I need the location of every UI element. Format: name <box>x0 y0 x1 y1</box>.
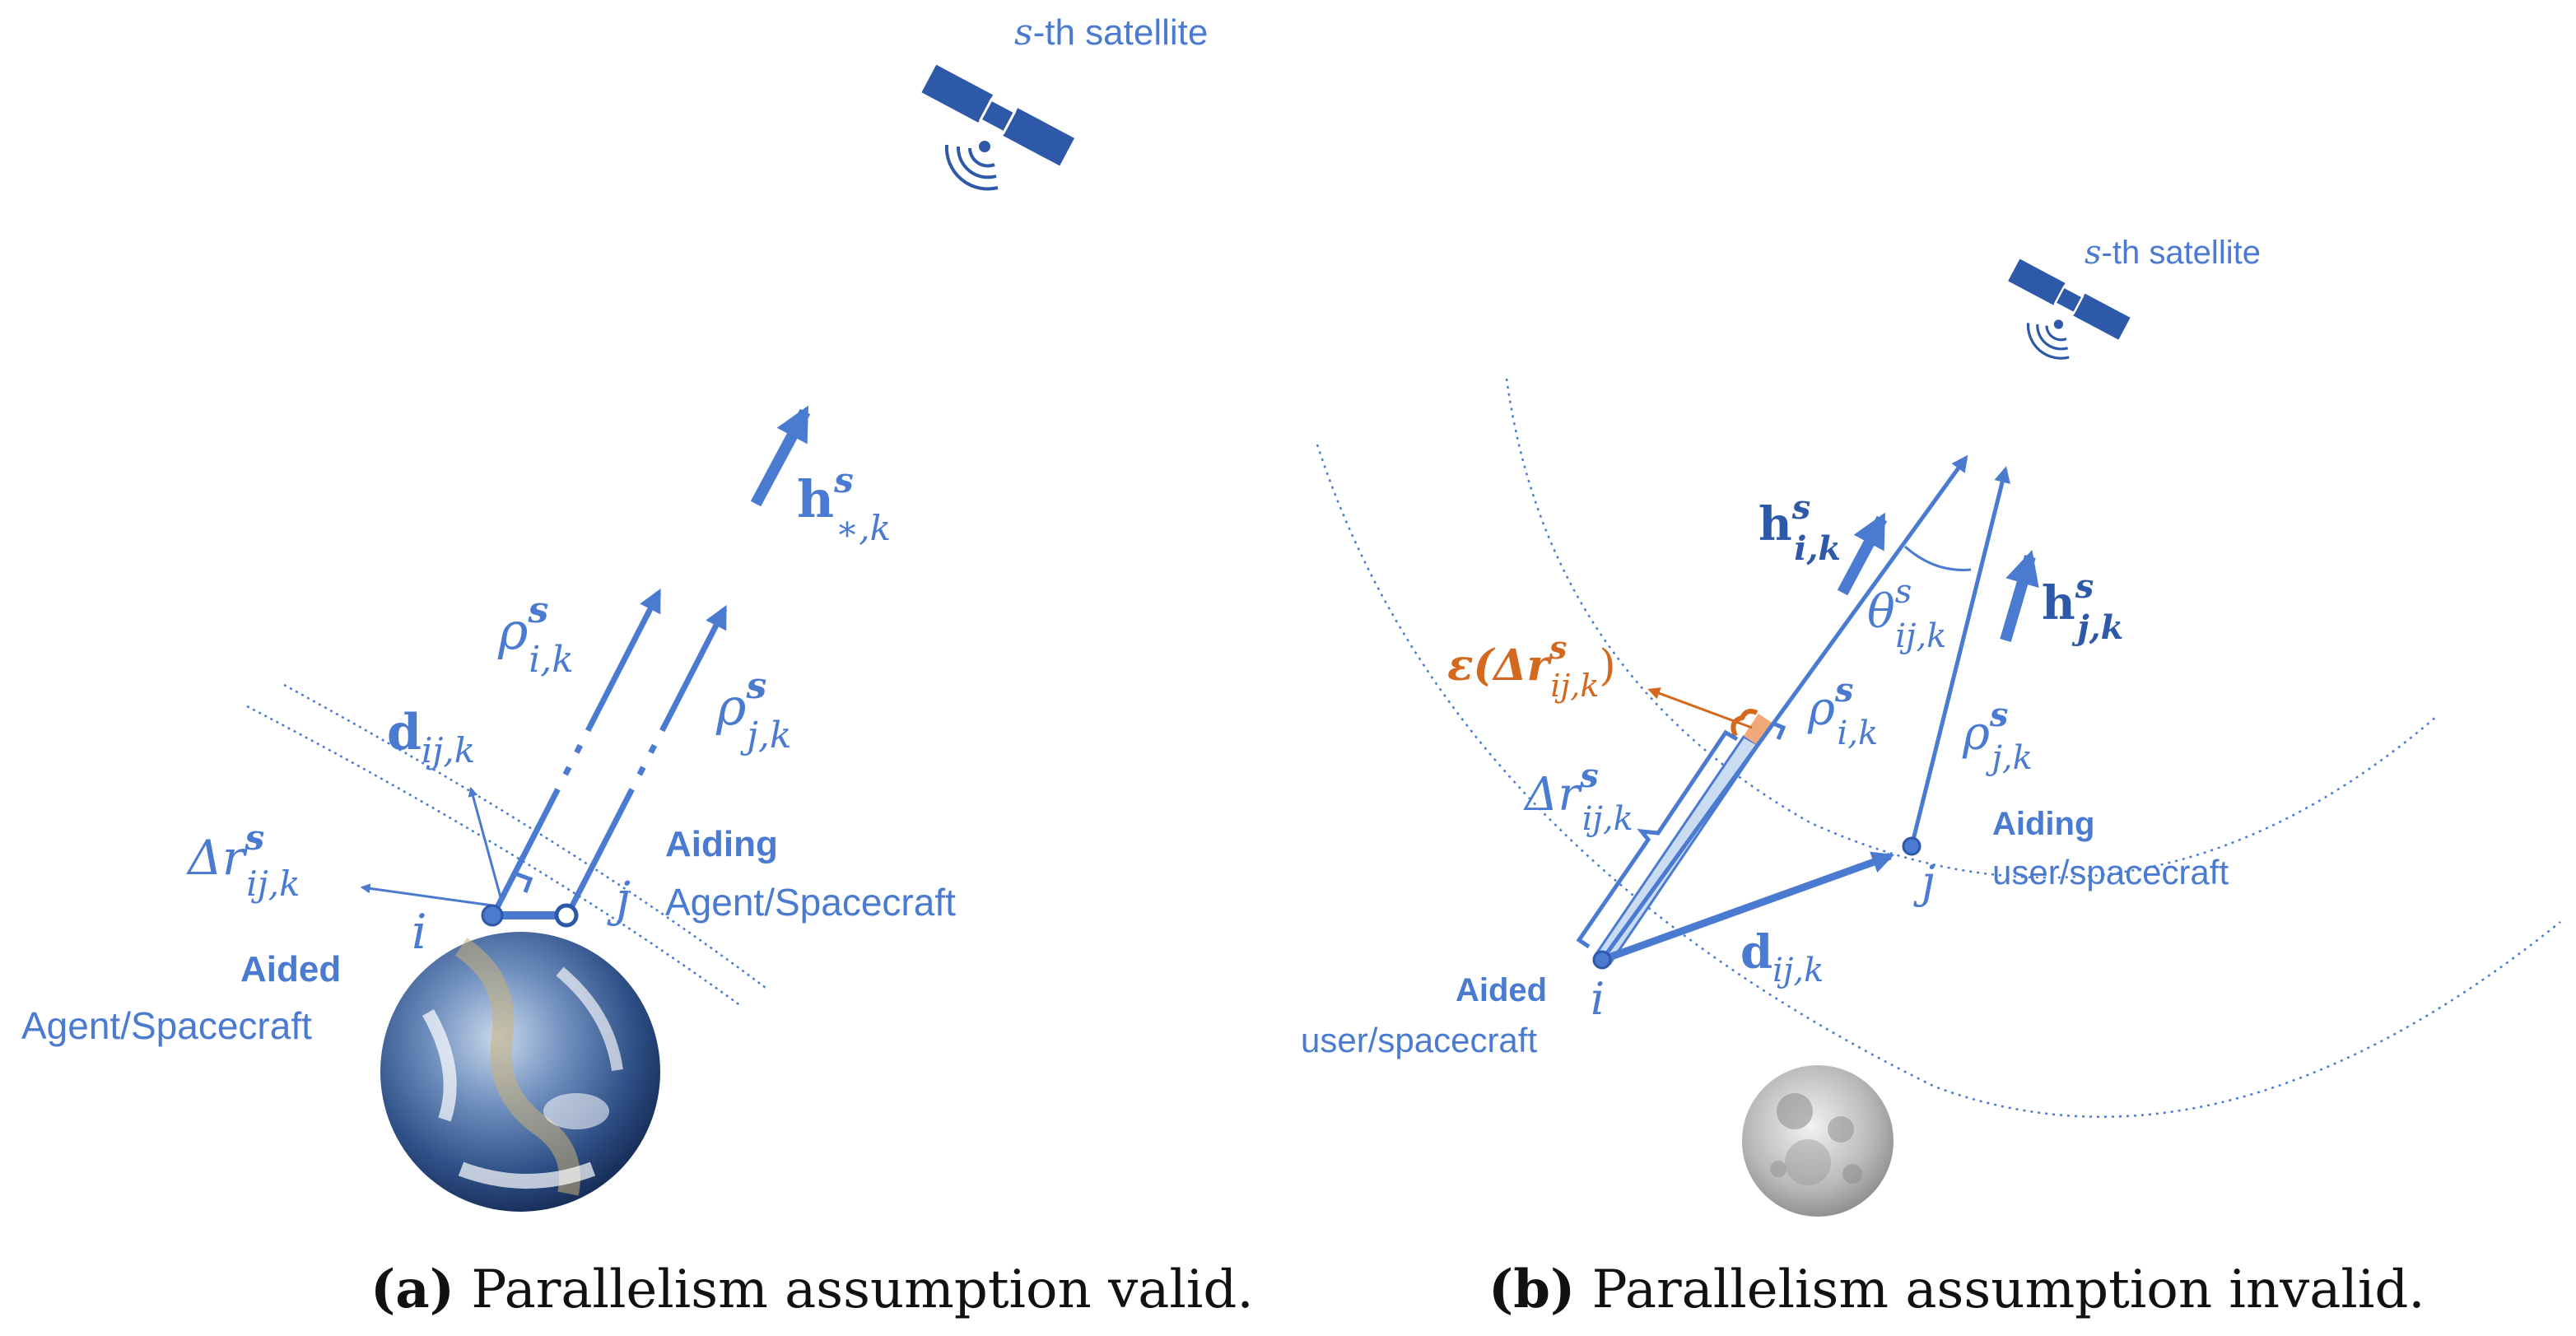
caption-b: (b) Parallelism assumption invalid. <box>1488 1259 2425 1320</box>
aiding-subtitle-a: Agent/Spacecraft <box>665 881 956 924</box>
node-i-label-a: i <box>412 904 427 960</box>
error-brace <box>1731 709 1758 738</box>
rho-j-line <box>1909 466 2010 847</box>
rho-j-line <box>565 605 728 915</box>
rho-i-line <box>491 589 662 915</box>
h-star-label: hs∗,k <box>797 460 891 548</box>
aiding-title-a: Aiding <box>665 824 778 864</box>
satellite-label-a: s-th satellite <box>1014 12 1208 54</box>
d-direction-arrow <box>468 786 502 898</box>
h-direction-arrow <box>750 405 811 507</box>
moon-icon <box>1742 1065 1894 1217</box>
right-angle-mark <box>1771 720 1786 740</box>
node-i-point <box>481 904 504 927</box>
orbit-arc <box>1316 444 2561 1118</box>
aided-subtitle-b: user/spacecraft <box>1301 1021 1537 1059</box>
theta-angle-arc <box>1904 545 1972 571</box>
orbit-arc <box>1505 378 2438 879</box>
h-i-direction-arrow <box>1837 512 1888 596</box>
node-j-label-b: j <box>1913 856 1935 908</box>
node-j-label-a: j <box>607 871 631 927</box>
satellite-label-b: s-th satellite <box>2085 234 2261 272</box>
node-j-point <box>1902 836 1922 856</box>
orbit-arc <box>283 683 766 989</box>
h-j-direction-arrow <box>2000 549 2039 642</box>
node-i-point <box>1592 950 1612 970</box>
d-label-b: dij,k <box>1740 925 1824 989</box>
satellite-icon <box>2006 257 2132 360</box>
caption-a: (a) Parallelism assumption valid. <box>370 1259 1254 1320</box>
delta-r-arrow <box>360 883 493 907</box>
d-baseline-arrow <box>1600 851 1895 964</box>
aided-subtitle-a: Agent/Spacecraft <box>21 1004 312 1047</box>
node-i-label-b: i <box>1591 973 1605 1025</box>
aiding-title-b: Aiding <box>1992 806 2094 842</box>
error-segment <box>1743 713 1774 747</box>
aided-title-a: Aided <box>240 949 341 989</box>
node-j-point <box>554 903 579 928</box>
rho-i-line <box>1600 454 1968 961</box>
delta-r-brace <box>1576 729 1739 949</box>
aided-title-b: Aided <box>1456 972 1547 1008</box>
right-angle-mark <box>516 872 533 893</box>
aiding-subtitle-b: user/spacecraft <box>1992 853 2229 891</box>
earth-icon <box>380 932 660 1212</box>
satellite-icon <box>920 63 1077 191</box>
d-label-a: dij,k <box>387 704 475 770</box>
